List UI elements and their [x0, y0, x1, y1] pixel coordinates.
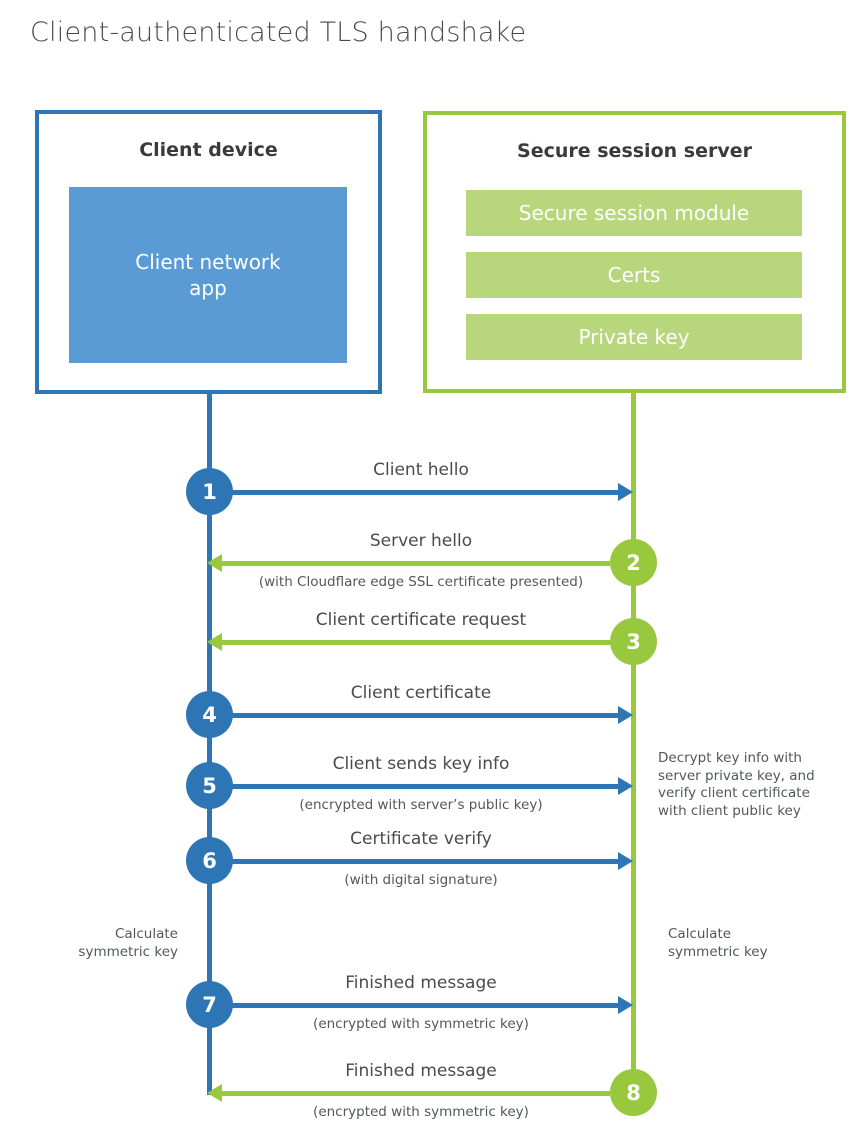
message-sublabel: (encrypted with symmetric key): [313, 1016, 529, 1032]
step-2-circle: 2: [610, 539, 657, 586]
server-module-bar: Certs: [466, 252, 802, 298]
secure-session-server-box: Secure session server Secure session mod…: [423, 111, 846, 393]
calculate-symmetric-key-right: Calculate symmetric key: [668, 926, 768, 960]
server-module-bar: Secure session module: [466, 190, 802, 236]
server-module-bar: Private key: [466, 314, 802, 360]
message-arrow: [222, 640, 610, 645]
arrow-left-icon: [207, 554, 222, 572]
message-sublabel: (encrypted with server’s public key): [299, 797, 543, 813]
message-sublabel: (encrypted with symmetric key): [313, 1104, 529, 1120]
arrow-left-icon: [207, 633, 222, 651]
arrow-right-icon: [618, 777, 633, 795]
message-label: Client certificate: [350, 683, 492, 703]
step-4-circle: 4: [186, 691, 233, 738]
server-module-label: Private key: [578, 325, 690, 349]
step-7-circle: 7: [186, 981, 233, 1028]
step-8-circle: 8: [610, 1069, 657, 1116]
step-5-circle: 5: [186, 762, 233, 809]
message-label: Finished message: [345, 973, 497, 993]
message-label: Finished message: [345, 1061, 497, 1081]
step-3-circle: 3: [610, 618, 657, 665]
arrow-right-icon: [618, 706, 633, 724]
client-network-app-box: Client network app: [69, 187, 347, 363]
step-1-circle: 1: [186, 468, 233, 515]
message-arrow: [232, 713, 618, 718]
message-label: Client certificate request: [315, 610, 527, 630]
server-lifeline: [631, 393, 636, 1095]
arrow-right-icon: [618, 852, 633, 870]
decrypt-note: Decrypt key info with server private key…: [658, 750, 815, 819]
message-sublabel: (with digital signature): [344, 872, 498, 888]
step-6-circle: 6: [186, 837, 233, 884]
secure-session-server-title: Secure session server: [517, 140, 752, 162]
page-title: Client-authenticated TLS handshake: [30, 17, 527, 48]
message-arrow: [222, 1091, 610, 1096]
message-arrow: [232, 490, 618, 495]
message-label: Client sends key info: [332, 754, 510, 774]
calculate-symmetric-key-left: Calculate symmetric key: [78, 926, 178, 960]
message-label: Certificate verify: [350, 829, 492, 849]
client-device-title: Client device: [139, 139, 278, 161]
message-arrow: [232, 859, 618, 864]
message-arrow: [232, 1003, 618, 1008]
server-module-label: Secure session module: [518, 201, 750, 225]
client-device-box: Client device Client network app: [35, 110, 382, 394]
arrow-right-icon: [618, 483, 633, 501]
message-arrow: [222, 561, 610, 566]
client-lifeline: [207, 394, 212, 1095]
arrow-left-icon: [207, 1084, 222, 1102]
client-network-app-label: Client network app: [135, 250, 281, 300]
arrow-right-icon: [618, 996, 633, 1014]
message-label: Client hello: [373, 460, 469, 480]
message-arrow: [232, 784, 618, 789]
server-module-label: Certs: [607, 263, 661, 287]
message-sublabel: (with Cloudflare edge SSL certificate pr…: [258, 574, 584, 590]
message-label: Server hello: [369, 531, 473, 551]
